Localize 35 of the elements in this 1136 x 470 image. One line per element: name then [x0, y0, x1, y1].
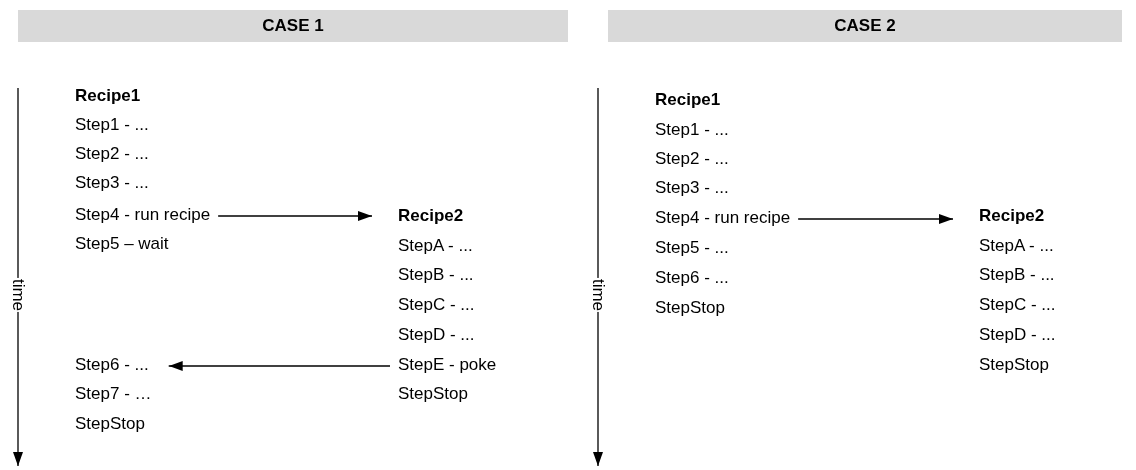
- recipe-heading: Recipe2: [398, 205, 464, 227]
- step-text: StepD - ...: [979, 324, 1056, 346]
- case-header: CASE 1: [18, 10, 568, 42]
- step-text: StepE - poke: [398, 354, 497, 376]
- step-text: Step4 - run recipe: [655, 207, 791, 229]
- arrow: [168, 361, 391, 371]
- arrow: [797, 214, 954, 224]
- step-text: Step2 - ...: [75, 143, 149, 165]
- step-text: Step5 – wait: [75, 233, 169, 255]
- step-text: StepB - ...: [979, 264, 1055, 286]
- step-text: StepD - ...: [398, 324, 475, 346]
- step-text: StepA - ...: [979, 235, 1054, 257]
- arrow: [217, 211, 373, 221]
- step-text: Step7 - …: [75, 383, 152, 405]
- step-text: Step1 - ...: [655, 119, 729, 141]
- step-text: Step4 - run recipe: [75, 204, 211, 226]
- step-text: StepStop: [398, 383, 468, 405]
- step-text: Step1 - ...: [75, 114, 149, 136]
- step-text: StepC - ...: [979, 294, 1056, 316]
- step-text: Step2 - ...: [655, 148, 729, 170]
- step-text: StepB - ...: [398, 264, 474, 286]
- recipe-heading: Recipe2: [979, 205, 1045, 227]
- case-header: CASE 2: [608, 10, 1122, 42]
- step-text: StepStop: [75, 413, 145, 435]
- step-text: Step3 - ...: [655, 177, 729, 199]
- step-text: StepA - ...: [398, 235, 473, 257]
- step-text: StepStop: [655, 297, 725, 319]
- step-text: Step6 - ...: [655, 267, 729, 289]
- recipe-heading: Recipe1: [75, 85, 141, 107]
- step-text: Step6 - ...: [75, 354, 149, 376]
- recipe-heading: Recipe1: [655, 89, 721, 111]
- step-text: Step3 - ...: [75, 172, 149, 194]
- step-text: StepStop: [979, 354, 1049, 376]
- step-text: StepC - ...: [398, 294, 475, 316]
- step-text: Step5 - ...: [655, 237, 729, 259]
